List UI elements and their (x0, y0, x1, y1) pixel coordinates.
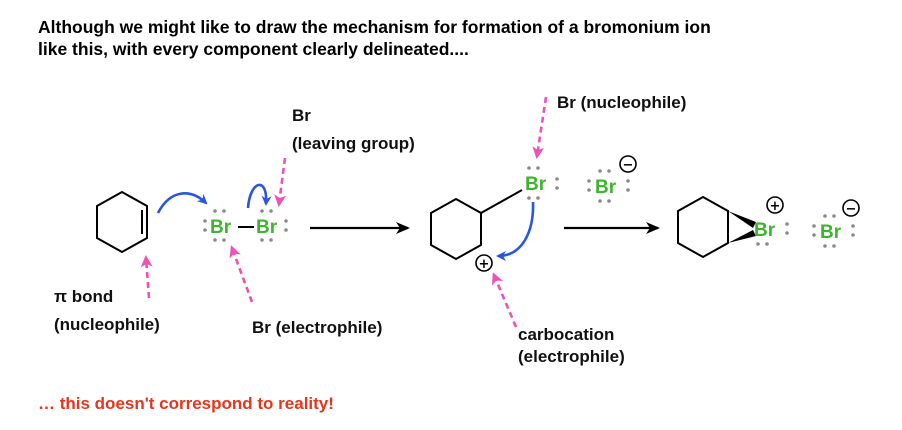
bromonium-ring (677, 195, 729, 259)
wedge-bond-top (728, 211, 756, 228)
pink-arrow-leaving-group (274, 157, 287, 207)
label-electrophile: (electrophile) (518, 347, 625, 366)
pink-arrow-carbocation (491, 272, 518, 328)
curved-arrow-pi-to-br (156, 192, 208, 214)
label-br-electrophile: Br (electrophile) (252, 318, 382, 337)
lone-pair-dots-intermediate (527, 166, 559, 200)
carbocation-intermediate: Br + (430, 166, 559, 272)
carbocation-plus-circle (475, 254, 493, 272)
cyclohexene-ring (96, 190, 148, 254)
bromide-minus-circle-1 (619, 155, 637, 173)
pink-arrow-br-nucleophile (532, 96, 548, 159)
bromonium-br-atom: Br (754, 220, 776, 241)
label-br-nucleophile: Br (nucleophile) (557, 93, 686, 112)
label-nucleophile: (nucleophile) (54, 315, 160, 334)
label-br-leaving: Br (292, 106, 311, 125)
heading-line-2: like this, with every component clearly … (38, 39, 469, 59)
c-br-bond (480, 189, 523, 214)
bromide-anion-1: Br − (587, 155, 637, 203)
bromide-minus-circle-2 (842, 199, 860, 217)
wedge-bond-bottom (728, 230, 756, 243)
br-right-atom: Br (256, 217, 278, 238)
br-left-atom: Br (210, 217, 232, 238)
label-leaving-group: (leaving group) (292, 134, 415, 153)
curved-arrow-br-to-carbocation (496, 201, 535, 261)
cyclohexene-molecule (96, 190, 148, 254)
bromide-anion-2-atom: Br (820, 222, 842, 243)
bromide-minus-sign-2: − (846, 202, 857, 217)
bromonium-plus-sign: + (770, 199, 781, 214)
carbocation-plus-sign: + (479, 257, 490, 272)
pink-arrow-br-electrophile (229, 245, 254, 303)
pink-arrow-pi-bond (140, 255, 153, 299)
heading-line-1: Although we might like to draw the mecha… (38, 17, 711, 37)
label-pi-bond: π bond (54, 287, 113, 306)
dibromine-molecule: Br Br (203, 209, 288, 242)
bromide-minus-sign-1: − (623, 158, 634, 173)
bromonium-ion: Br + (677, 195, 789, 259)
br-intermediate-atom: Br (525, 174, 547, 195)
label-carbocation: carbocation (518, 325, 614, 344)
bromide-anion-1-atom: Br (595, 177, 617, 198)
curved-arrow-bond-to-br (246, 183, 272, 209)
bromonium-plus-circle (766, 196, 784, 214)
footer-note: … this doesn't correspond to reality! (38, 394, 334, 413)
lone-pair-dots (203, 209, 288, 242)
bromide-anion-2: Br − (812, 199, 860, 248)
cyclohexane-ring (430, 197, 482, 261)
